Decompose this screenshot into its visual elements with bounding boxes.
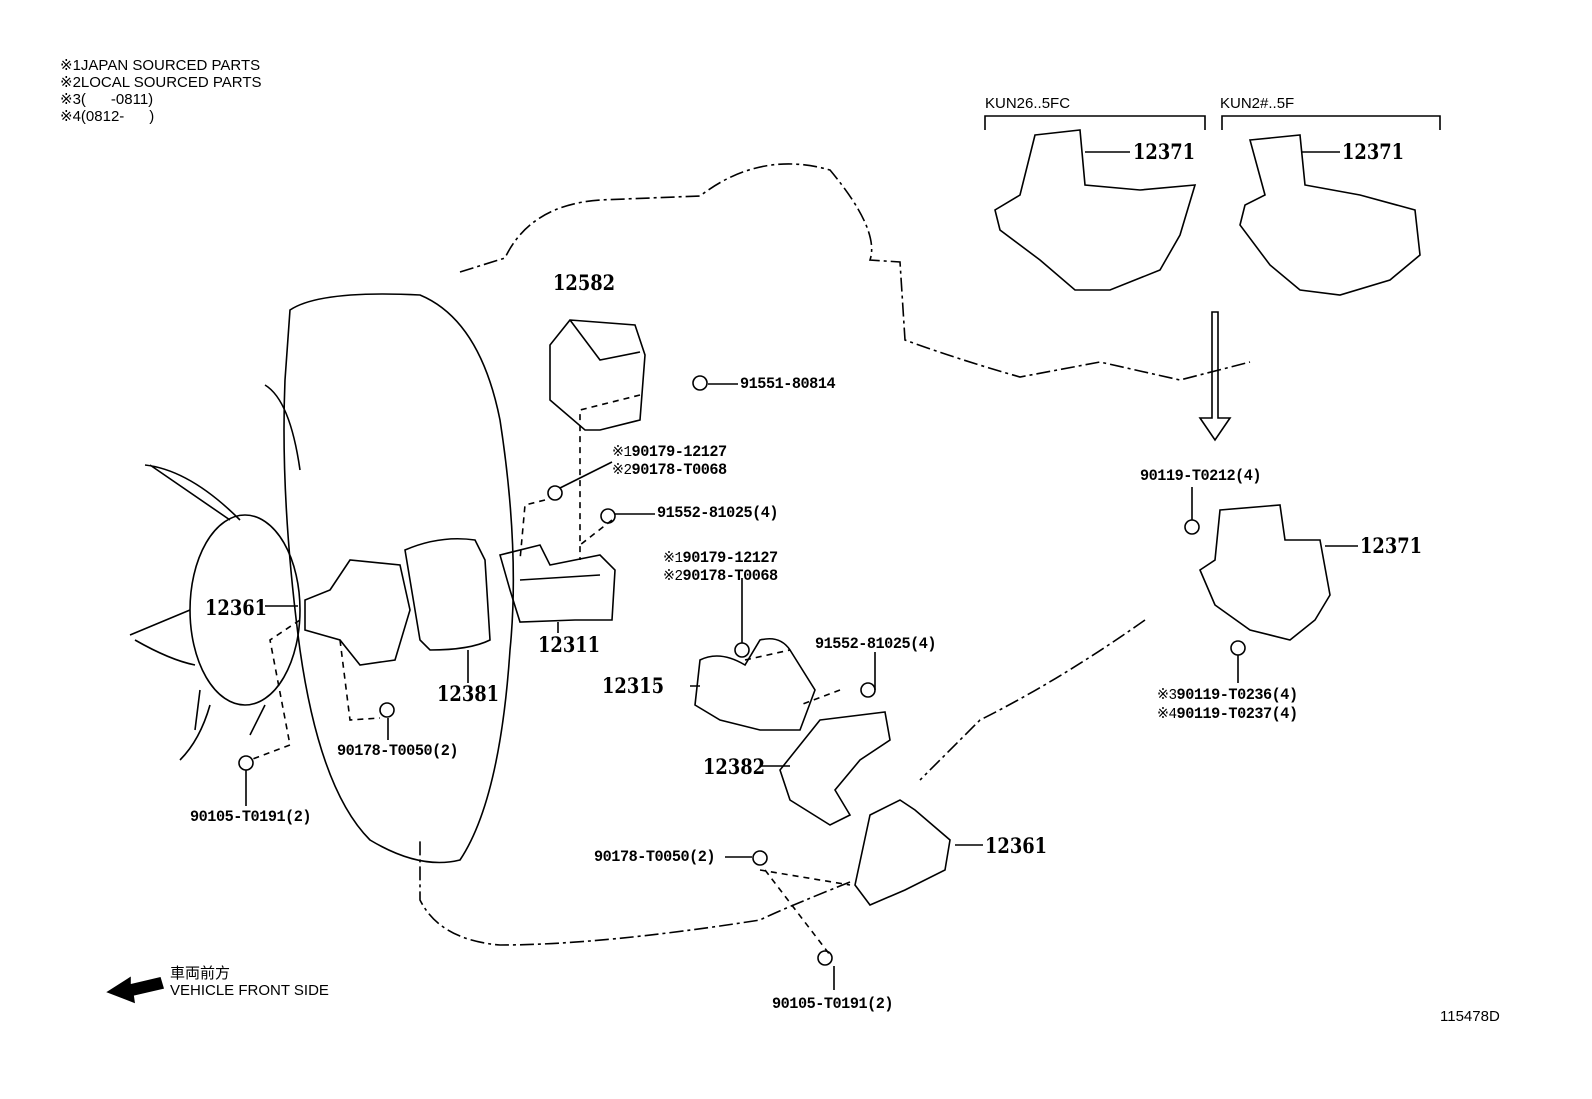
part-number: 90178-T0068 [631, 461, 728, 479]
note-1: ※1JAPAN SOURCED PARTS [60, 57, 260, 74]
part-nut-b-japan[interactable]: ※190179-12127 [663, 548, 778, 567]
part-90119-T0236[interactable]: ※390119-T0236(4) [1157, 685, 1298, 704]
diagram-id: 115478D [1440, 1008, 1500, 1025]
note-mark: ※2 [60, 74, 81, 91]
note-text: (0812- ) [80, 108, 155, 125]
ref-12311[interactable]: 12311 [538, 632, 601, 657]
variant-bracket-left [984, 115, 1206, 130]
part-90178-T0050-a[interactable]: 90178-T0050(2) [337, 742, 459, 760]
ref-12382[interactable]: 12382 [703, 754, 766, 779]
ref-12361-left[interactable]: 12361 [205, 595, 268, 620]
note-4: ※4(0812- ) [60, 108, 154, 125]
part-12371-a-shape [994, 129, 1197, 291]
part-number: 90179-12127 [631, 443, 728, 461]
ref-12315[interactable]: 12315 [602, 673, 665, 698]
variant-bracket-right [1221, 115, 1441, 130]
note-text: LOCAL SOURCED PARTS [80, 74, 262, 91]
arrow-down-icon [1198, 311, 1232, 442]
ref-12371-a[interactable]: 12371 [1133, 139, 1196, 164]
part-nut-a-local[interactable]: ※290178-T0068 [612, 460, 727, 479]
part-12382-shape [779, 711, 891, 826]
part-12582-shape [549, 319, 646, 431]
part-12371-b-shape [1239, 134, 1421, 296]
part-number: 90119-T0237(4) [1176, 705, 1299, 723]
part-nut-b-local[interactable]: ※290178-T0068 [663, 566, 778, 585]
part-number: 90178-T0068 [682, 567, 779, 585]
part-90105-T0191-b[interactable]: 90105-T0191(2) [772, 995, 894, 1013]
part-12371-c-shape [1199, 504, 1331, 641]
part-91551-80814[interactable]: 91551-80814 [740, 375, 836, 393]
part-91552-81025-a[interactable]: 91552-81025(4) [657, 504, 779, 522]
note-mark: ※2 [612, 462, 632, 479]
note-mark: ※2 [663, 568, 683, 585]
engine-outline [419, 163, 1251, 946]
note-mark: ※1 [663, 550, 683, 567]
note-3: ※3( -0811) [60, 91, 153, 108]
fastener-icons [238, 375, 1246, 966]
part-number: 90119-T0236(4) [1176, 686, 1299, 704]
note-mark: ※3 [60, 91, 81, 108]
direction-label-jp: 車両前方 [170, 965, 231, 982]
note-mark: ※1 [60, 57, 81, 74]
note-text: JAPAN SOURCED PARTS [80, 57, 261, 74]
direction-label-en: VEHICLE FRONT SIDE [170, 982, 329, 999]
note-mark: ※4 [60, 108, 81, 125]
variant-right-label: KUN2#..5F [1220, 95, 1295, 112]
note-mark: ※1 [612, 444, 632, 461]
variant-left-label: KUN26..5FC [985, 95, 1071, 112]
part-12315-shape [694, 637, 816, 731]
ref-12361-right[interactable]: 12361 [985, 833, 1048, 858]
part-12361-left-shape [304, 559, 411, 666]
assembly-dashes [249, 394, 851, 956]
note-2: ※2LOCAL SOURCED PARTS [60, 74, 262, 91]
part-number: 90179-12127 [682, 549, 779, 567]
part-12361-right-shape [854, 799, 951, 906]
note-mark: ※3 [1157, 687, 1177, 704]
ref-12582[interactable]: 12582 [553, 270, 616, 295]
flywheel-housing [283, 293, 515, 864]
part-90119-T0237[interactable]: ※490119-T0237(4) [1157, 704, 1298, 723]
part-90105-T0191-a[interactable]: 90105-T0191(2) [190, 808, 312, 826]
part-90119-T0212[interactable]: 90119-T0212(4) [1140, 467, 1262, 485]
leader-lines [245, 151, 1358, 990]
note-mark: ※4 [1157, 706, 1177, 723]
part-12381-shape [404, 537, 491, 651]
ref-12371-c[interactable]: 12371 [1360, 533, 1423, 558]
part-nut-a-japan[interactable]: ※190179-12127 [612, 442, 727, 461]
part-91552-81025-b[interactable]: 91552-81025(4) [815, 635, 937, 653]
part-12311-shape [499, 544, 616, 623]
fan-blades [129, 384, 301, 761]
front-arrow-icon [106, 976, 165, 1004]
note-text: ( -0811) [80, 91, 154, 108]
part-90178-T0050-b[interactable]: 90178-T0050(2) [594, 848, 716, 866]
ref-12371-b[interactable]: 12371 [1342, 139, 1405, 164]
ref-12381[interactable]: 12381 [437, 681, 500, 706]
